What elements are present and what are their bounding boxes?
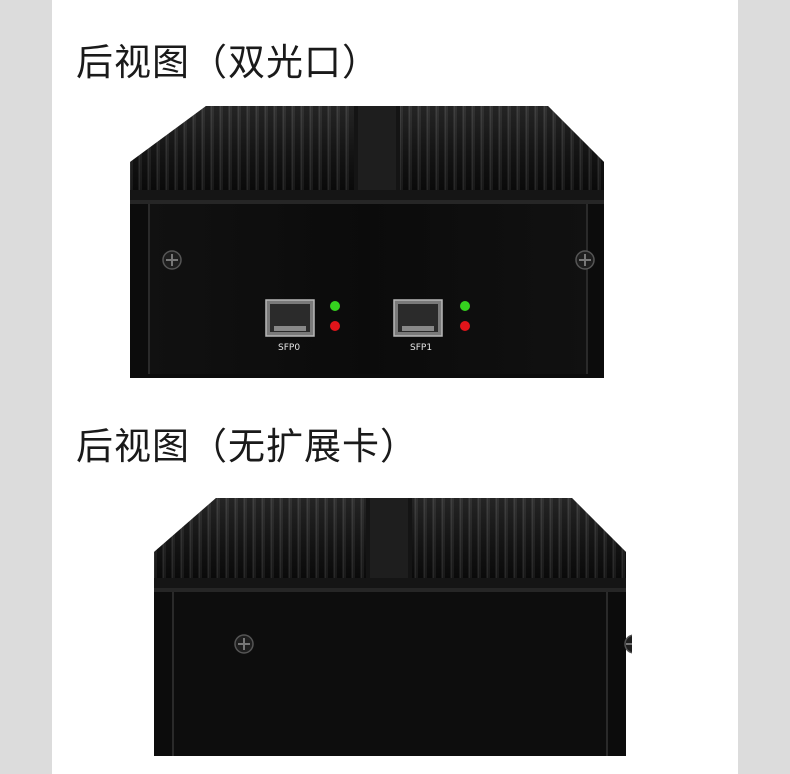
chassis-body bbox=[130, 200, 604, 378]
heatsink-fins bbox=[154, 498, 626, 588]
chassis-body bbox=[154, 588, 626, 756]
screw-right bbox=[624, 634, 632, 654]
device-rear-view-dual-sfp: SFP0 SFP1 bbox=[128, 100, 628, 382]
screw-right bbox=[575, 250, 595, 270]
section-title-no-expansion: 后视图（无扩展卡） bbox=[76, 425, 418, 468]
sfp1-link-led bbox=[460, 301, 470, 311]
sfp1-label: SFP1 bbox=[410, 343, 432, 353]
screw-left bbox=[162, 250, 182, 270]
section-title-dual-optical: 后视图（双光口） bbox=[76, 41, 380, 84]
sfp0-activity-led bbox=[330, 321, 340, 331]
device-rear-view-no-expansion bbox=[152, 494, 632, 756]
sfp0-label: SFP0 bbox=[278, 343, 300, 353]
sfp1-activity-led bbox=[460, 321, 470, 331]
screw-left bbox=[234, 634, 254, 654]
heatsink-fins bbox=[130, 106, 604, 200]
sfp0-link-led bbox=[330, 301, 340, 311]
product-detail-page: 后视图（双光口） bbox=[52, 0, 738, 774]
sfp-port-1[interactable] bbox=[393, 299, 443, 337]
sfp-port-0[interactable] bbox=[265, 299, 315, 337]
